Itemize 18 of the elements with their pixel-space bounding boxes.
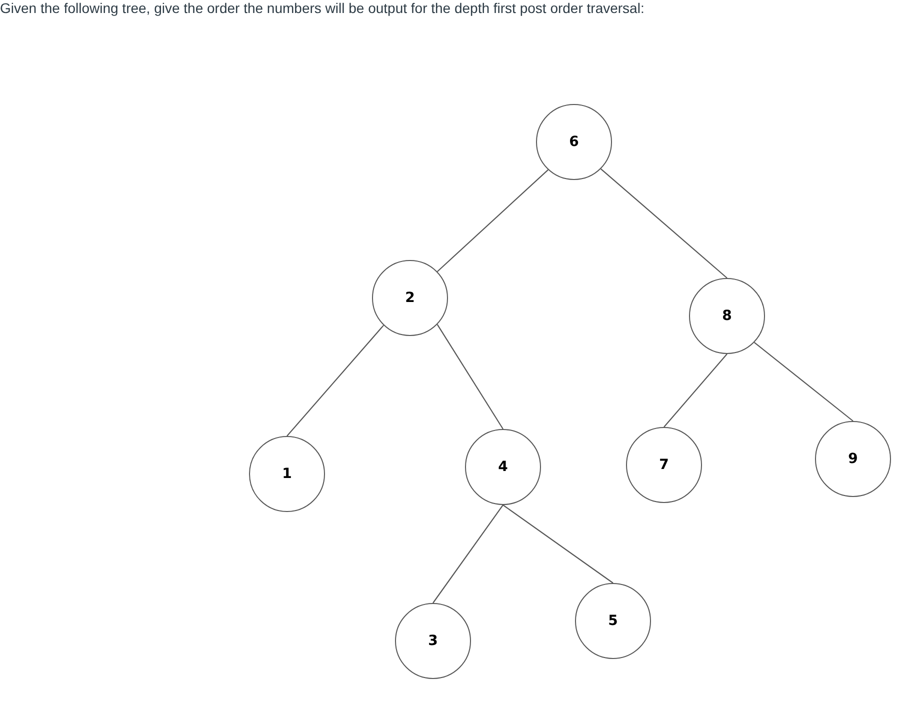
question-text: Given the following tree, give the order the numbers will be output for the depth first post order traversal:: [0, 0, 644, 16]
node-number: 3: [428, 634, 438, 648]
tree-edge: [600, 168, 728, 278]
node-number: 1: [282, 467, 292, 481]
node-number: 4: [498, 460, 508, 474]
node-number: 5: [608, 614, 618, 628]
node-number: 6: [569, 135, 579, 149]
tree-edge: [754, 342, 854, 422]
node-number: 9: [848, 452, 858, 466]
tree-edge: [502, 504, 614, 584]
tree-edge: [432, 504, 504, 604]
node-number: 7: [659, 458, 669, 472]
tree-edge: [664, 354, 728, 428]
tree-edge: [436, 324, 504, 430]
node-number: 8: [722, 309, 732, 323]
node-number: 2: [405, 291, 415, 305]
tree-edge: [286, 324, 384, 436]
tree-edge: [436, 169, 548, 272]
